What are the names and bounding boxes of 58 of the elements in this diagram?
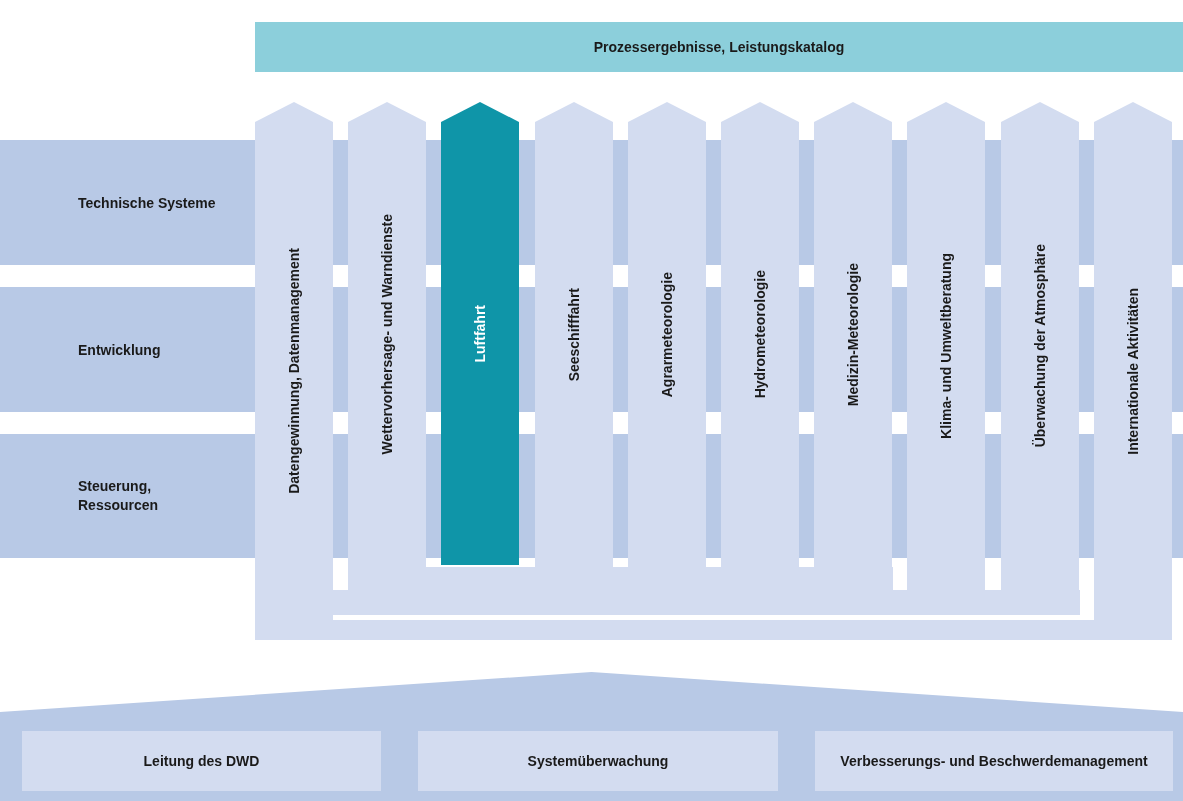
process-band xyxy=(706,140,721,265)
process-band xyxy=(985,434,1001,558)
process-band xyxy=(426,434,441,558)
column-label: Klima- und Umweltberatung xyxy=(938,253,954,439)
support-box xyxy=(815,731,1173,791)
process-band xyxy=(426,287,441,412)
process-band xyxy=(613,434,628,558)
process-band xyxy=(333,140,348,265)
process-band xyxy=(613,140,628,265)
process-band xyxy=(706,287,721,412)
process-band xyxy=(1172,140,1183,265)
process-band xyxy=(0,287,255,412)
process-band xyxy=(1079,140,1094,265)
process-band xyxy=(892,287,907,412)
process-band xyxy=(0,434,255,558)
column-label: Hydrometeorologie xyxy=(752,270,768,399)
column-label: Datengewinnung, Datenmanagement xyxy=(286,248,302,494)
process-band xyxy=(1172,287,1183,412)
process-band xyxy=(1079,287,1094,412)
band-label: Entwicklung xyxy=(78,340,162,359)
column-label: Seeschifffahrt xyxy=(566,287,582,382)
process-band xyxy=(613,287,628,412)
column-label: Medizin-Meteorologie xyxy=(845,262,861,407)
band-label: Steuerung, Ressourcen xyxy=(78,477,160,515)
process-band xyxy=(985,287,1001,412)
process-band xyxy=(426,140,441,265)
process-band xyxy=(1079,434,1094,558)
process-band xyxy=(985,140,1001,265)
process-band xyxy=(333,434,348,558)
process-column xyxy=(1094,102,1172,640)
support-box xyxy=(418,731,778,791)
process-band xyxy=(799,434,814,558)
box-label: Leitung des DWD xyxy=(143,753,260,769)
column-label: Überwachung der Atmosphäre xyxy=(1032,244,1048,448)
support-box xyxy=(22,731,381,791)
column-label: Wettervorhersage- und Warndienste xyxy=(379,214,395,455)
process-band xyxy=(0,140,255,265)
process-band xyxy=(799,140,814,265)
band-label: Technische Systeme xyxy=(78,193,217,212)
process-column xyxy=(441,102,519,565)
process-band xyxy=(519,434,535,558)
column-label: Internationale Aktivitäten xyxy=(1125,287,1141,455)
process-band xyxy=(799,287,814,412)
result-bar xyxy=(255,22,1183,72)
column-label: Luftfahrt xyxy=(472,304,488,363)
process-band xyxy=(519,287,535,412)
process-column xyxy=(255,102,333,640)
support-base xyxy=(0,672,1183,801)
box-label: Systemüberwachung xyxy=(527,753,669,769)
process-band xyxy=(892,434,907,558)
process-band xyxy=(1172,434,1183,558)
box-label: Verbesserungs- und Beschwerdemanagement xyxy=(840,753,1148,769)
process-band xyxy=(519,140,535,265)
column-label: Agrarmeteorologie xyxy=(659,271,675,398)
process-band xyxy=(706,434,721,558)
box-label: Prozessergebnisse, Leistungskatalog xyxy=(593,39,845,55)
process-band xyxy=(333,287,348,412)
process-band xyxy=(892,140,907,265)
